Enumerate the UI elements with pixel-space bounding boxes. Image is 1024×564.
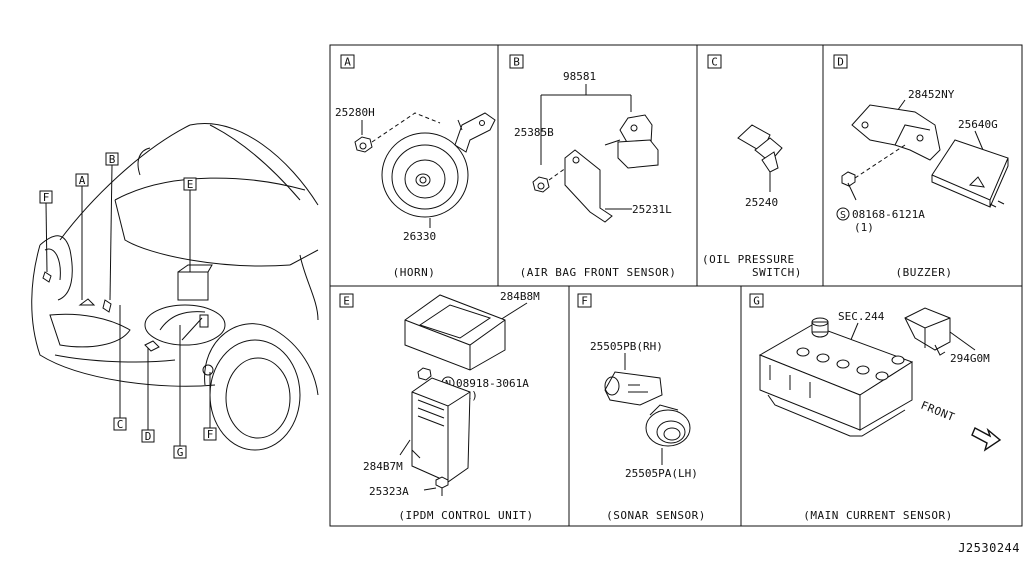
overview-callouts: F A B E C D G F	[39, 152, 217, 459]
part-number-bracket: 28452NY	[908, 88, 955, 101]
part-number-sonar-lh: 25505PA(LH)	[625, 467, 698, 480]
part-number-cover: 284B8M	[500, 290, 540, 303]
svg-text:B: B	[109, 153, 116, 166]
part-number-current-sensor: 294G0M	[950, 352, 990, 365]
callout-E: E	[183, 177, 197, 191]
callout-G: G	[173, 445, 187, 459]
panel-letter-box	[340, 54, 355, 69]
nut-icon	[354, 136, 373, 153]
bolt-icon	[435, 476, 449, 489]
part-number-horn: 26330	[403, 230, 436, 243]
panel-caption: (MAIN CURRENT SENSOR)	[803, 509, 953, 522]
panel-letter-box	[339, 293, 354, 308]
svg-text:F: F	[207, 428, 214, 441]
panel-letter: B	[513, 56, 520, 69]
panel-letter-box	[577, 293, 592, 308]
detail-grid	[329, 44, 1023, 527]
part-number-nut: 25280H	[335, 106, 375, 119]
panel-sonar: F 25505PB(RH) 25505PA(LH) (SONAR SENSOR)	[577, 293, 706, 522]
bracket-icon	[851, 104, 941, 161]
svg-text:F: F	[43, 191, 50, 204]
svg-text:D: D	[145, 430, 152, 443]
spec-mark-letter: S	[840, 210, 846, 221]
spec-mark-circle	[836, 207, 850, 221]
panel-letter: F	[581, 295, 588, 308]
callout-A: A	[75, 173, 89, 187]
nut-icon	[417, 367, 432, 381]
panel-letter: C	[711, 56, 718, 69]
callout-F-right: F	[203, 427, 217, 441]
diagram-reference-id: J2530244	[958, 541, 1020, 555]
ipdm-cover-icon	[404, 294, 506, 371]
panel-caption: (IPDM CONTROL UNIT)	[398, 509, 533, 522]
ipdm-unit-icon	[411, 377, 471, 483]
panel-airbag-sensor: B 98581 25385B 25231L (AIR BAG FRONT SEN…	[509, 54, 677, 279]
callout-F-left: F	[39, 190, 53, 204]
panel-letter: A	[344, 56, 351, 69]
panel-letter-box	[833, 54, 848, 69]
callout-C: C	[113, 417, 127, 431]
car-overview	[31, 123, 319, 451]
panel-caption: (BUZZER)	[896, 266, 953, 279]
part-number-sonar-rh: 25505PB(RH)	[590, 340, 663, 353]
panel-caption: (OIL PRESSURE	[702, 253, 795, 266]
section-reference: SEC.244	[838, 310, 885, 323]
part-number-bolt: 25323A	[369, 485, 409, 498]
svg-text:G: G	[177, 446, 184, 459]
panel-letter: G	[753, 295, 760, 308]
sonar-sensor-lh-icon	[645, 409, 691, 447]
panel-letter-box	[749, 293, 764, 308]
panel-main-current-sensor: G SEC.244 294G0M FRONT (MAIN CURRENT SEN…	[749, 293, 1002, 522]
part-number-sensor-assy: 98581	[563, 70, 596, 83]
part-number-bolt: 08168-6121A	[852, 208, 925, 221]
panel-caption: (SONAR SENSOR)	[606, 509, 706, 522]
part-number-nut: 08918-3061A	[456, 377, 529, 390]
part-number-nut: 25385B	[514, 126, 554, 139]
panel-letter-box	[509, 54, 524, 69]
horn-icon	[381, 132, 469, 218]
part-number-bracket: 25231L	[632, 203, 672, 216]
bolt-icon	[841, 171, 856, 187]
svg-text:E: E	[187, 178, 194, 191]
panel-horn: A 25280H 26330 (HORN)	[335, 54, 496, 279]
current-sensor-icon	[904, 307, 951, 351]
panel-caption: (AIR BAG FRONT SENSOR)	[520, 266, 677, 279]
bracket-icon	[564, 149, 613, 223]
front-arrow-icon	[971, 427, 1002, 452]
panel-buzzer: D 28452NY S 08168-6121A (1) 25640G (BUZZ…	[833, 54, 1009, 279]
panel-ipdm: E 284B8M N 08918-3061A (1) 284B7M 25323A…	[339, 290, 540, 522]
panel-letter: D	[837, 56, 844, 69]
panel-letter: E	[343, 295, 350, 308]
nut-icon	[532, 176, 550, 193]
part-number-switch: 25240	[745, 196, 778, 209]
callout-D: D	[141, 429, 155, 443]
panel-oil-pressure: C 25240 (OIL PRESSURE SWITCH)	[702, 54, 802, 279]
part-quantity: (1)	[854, 221, 874, 234]
panel-letter-box	[707, 54, 722, 69]
svg-text:A: A	[79, 174, 86, 187]
front-direction-label: FRONT	[919, 399, 957, 424]
callout-B: B	[105, 152, 119, 166]
sonar-sensor-rh-icon	[604, 371, 663, 406]
part-number-unit: 284B7M	[363, 460, 403, 473]
panel-caption-cont: SWITCH)	[752, 266, 802, 279]
panel-caption: (HORN)	[393, 266, 436, 279]
svg-text:C: C	[117, 418, 124, 431]
part-number-buzzer: 25640G	[958, 118, 998, 131]
